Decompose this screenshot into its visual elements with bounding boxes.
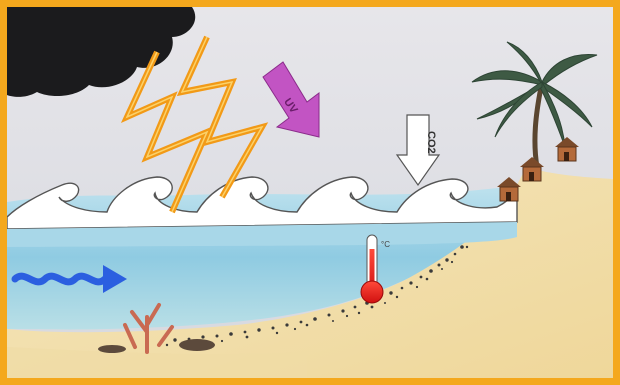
co2-arrow-label: CO2 xyxy=(425,131,437,154)
climate-threats-illustration: UV CO2 °C xyxy=(7,7,613,378)
svg-text:°C: °C xyxy=(381,240,390,249)
